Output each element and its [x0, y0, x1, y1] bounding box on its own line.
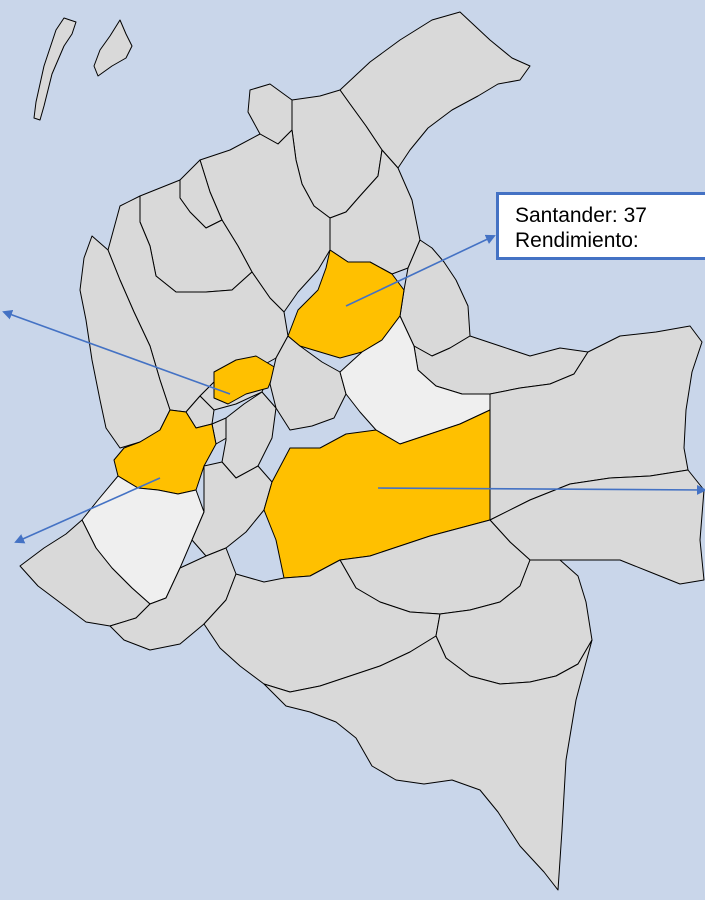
arrow-meta: [377, 484, 705, 495]
region-huila: [191, 461, 273, 557]
callout-line-1: Santander: 37: [515, 204, 647, 227]
region-cundinamarca[interactable]: [213, 355, 277, 405]
callout-line-2: Rendimiento:: [515, 229, 639, 252]
region-santander[interactable]: [287, 249, 405, 359]
region-narino: [19, 519, 151, 627]
region-putumayo: [109, 547, 237, 651]
region-tolima: [221, 391, 277, 479]
arrow-santander: [345, 234, 496, 307]
region-atlantico: [247, 83, 293, 145]
region-amazonas: [263, 635, 593, 891]
arrow-valle: [14, 477, 161, 544]
island-providencia: [93, 19, 133, 77]
island-san-andres: [33, 17, 77, 121]
santander-callout: Santander: 37 Rendimiento:: [496, 192, 705, 260]
arrow-cundinamarca: [2, 310, 231, 395]
